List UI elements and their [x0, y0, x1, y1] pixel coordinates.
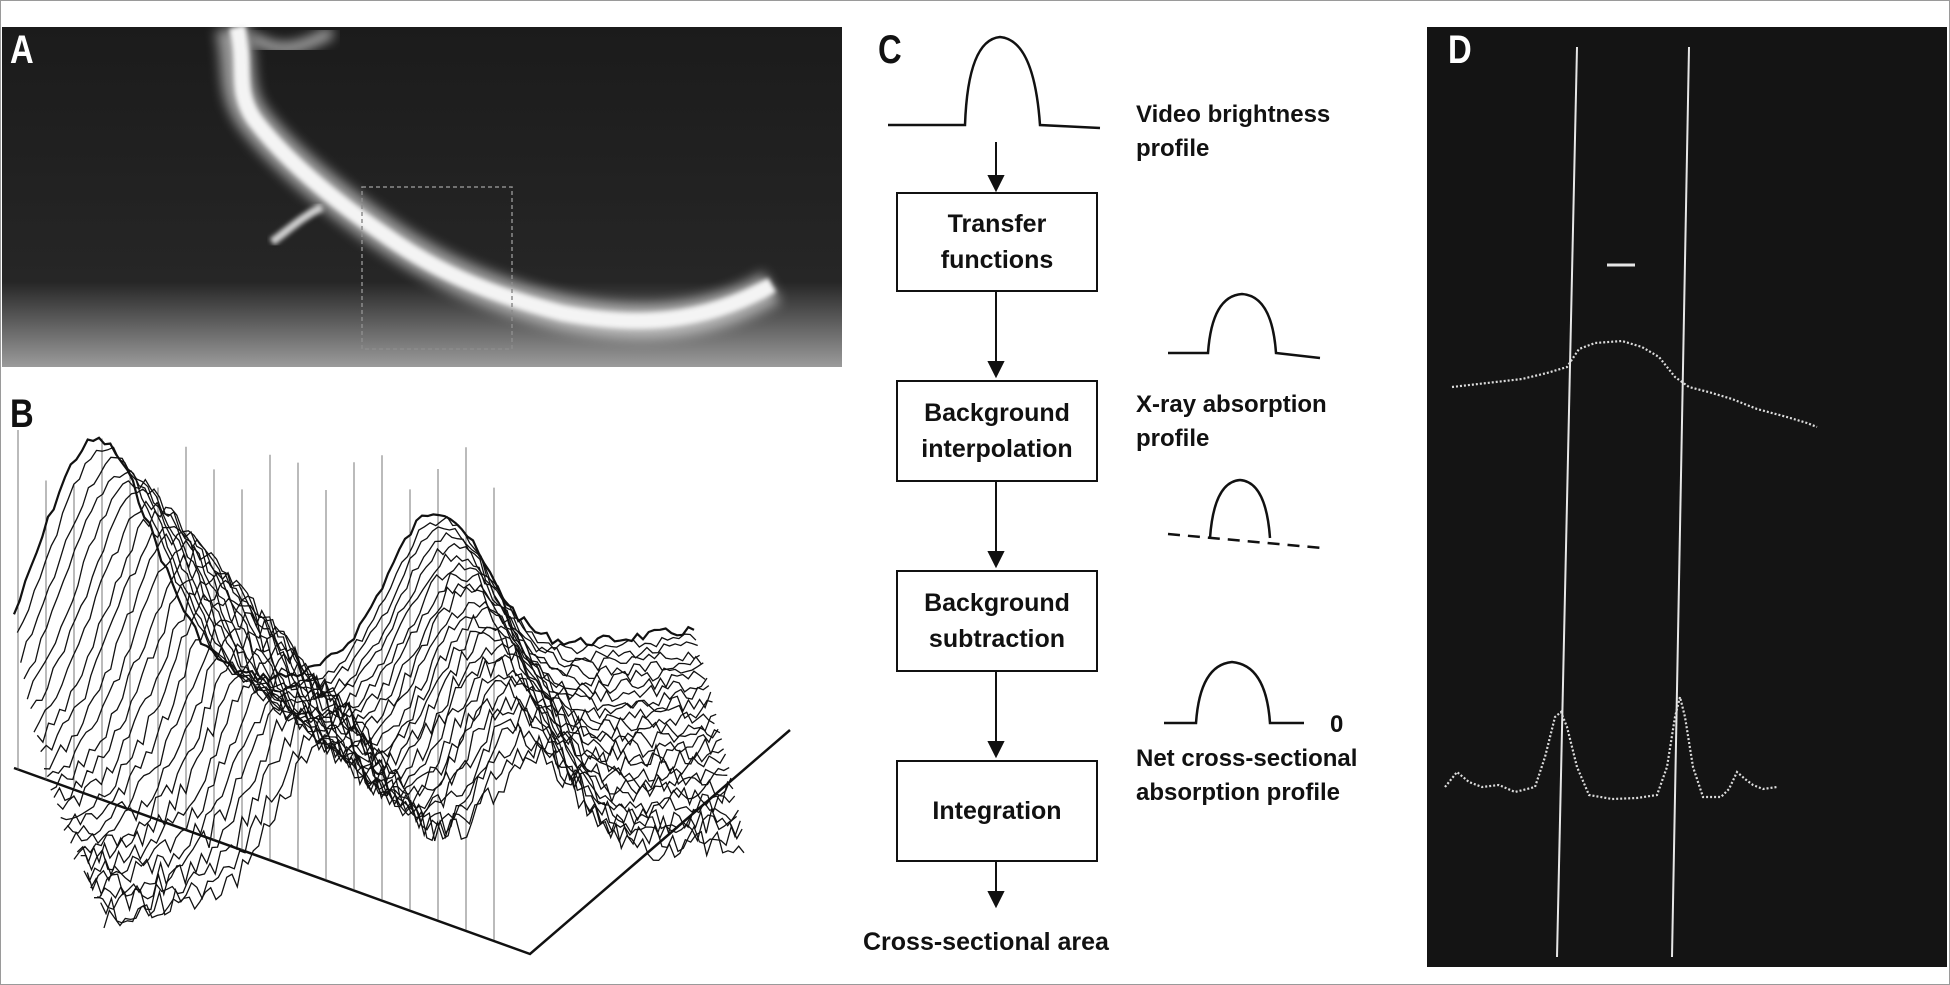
left-edge-line	[1556, 46, 1578, 958]
absorption-trace	[1444, 696, 1778, 801]
surface-profile-line	[40, 525, 710, 753]
panel-b-label: B	[10, 392, 34, 436]
video-brightness-note: Video brightness profile	[1136, 101, 1331, 162]
flow-step-integration: Integration	[896, 760, 1098, 862]
interpolation-profile-curve	[1208, 478, 1272, 539]
net-profile-curve	[1164, 660, 1304, 725]
flow-output-label: Cross-sectional area	[863, 928, 1109, 956]
panel-c-label: C	[878, 28, 902, 72]
background-baseline-dashed	[1167, 532, 1323, 550]
surface-profile-line	[23, 470, 700, 700]
surface-plot	[12, 430, 791, 956]
right-edge-line	[1671, 46, 1690, 958]
flow-step-transfer-functions: Transfer functions	[896, 192, 1098, 292]
surface-profile-line	[70, 609, 727, 845]
brightness-profile-curve	[888, 35, 1101, 130]
surface-profile-line	[60, 579, 721, 821]
brightness-trace	[1451, 339, 1818, 429]
panel-a-label: A	[10, 28, 34, 72]
zero-label: 0	[1330, 711, 1344, 738]
surface-profile-line	[16, 446, 697, 689]
xray-profile-curve	[1168, 292, 1321, 360]
measurement-display	[1427, 27, 1947, 967]
surface-profile-line	[43, 530, 712, 770]
surface-profile-line	[30, 488, 704, 717]
flow-step-background-subtraction: Background subtraction	[896, 570, 1098, 672]
surface-profile-line	[80, 641, 732, 872]
net-profile-note: Net cross-sectional absorption profile	[1136, 745, 1358, 806]
xray-absorption-note: X-ray absorption profile	[1136, 391, 1327, 452]
surface-profile-line	[66, 595, 724, 836]
panel-d-label: D	[1448, 28, 1472, 72]
surface-profile-line	[56, 571, 719, 811]
surface-profile-line	[97, 691, 741, 913]
angiogram-image	[2, 22, 842, 367]
surface-profile-line	[76, 630, 730, 865]
flow-step-background-interpolation: Background interpolation	[896, 380, 1098, 482]
surface-profile-line	[12, 436, 695, 683]
surface-profile-line	[26, 478, 702, 704]
surface-profile-line	[103, 706, 745, 929]
surface-profile-line	[36, 506, 708, 744]
surface-profile-line	[50, 545, 715, 791]
